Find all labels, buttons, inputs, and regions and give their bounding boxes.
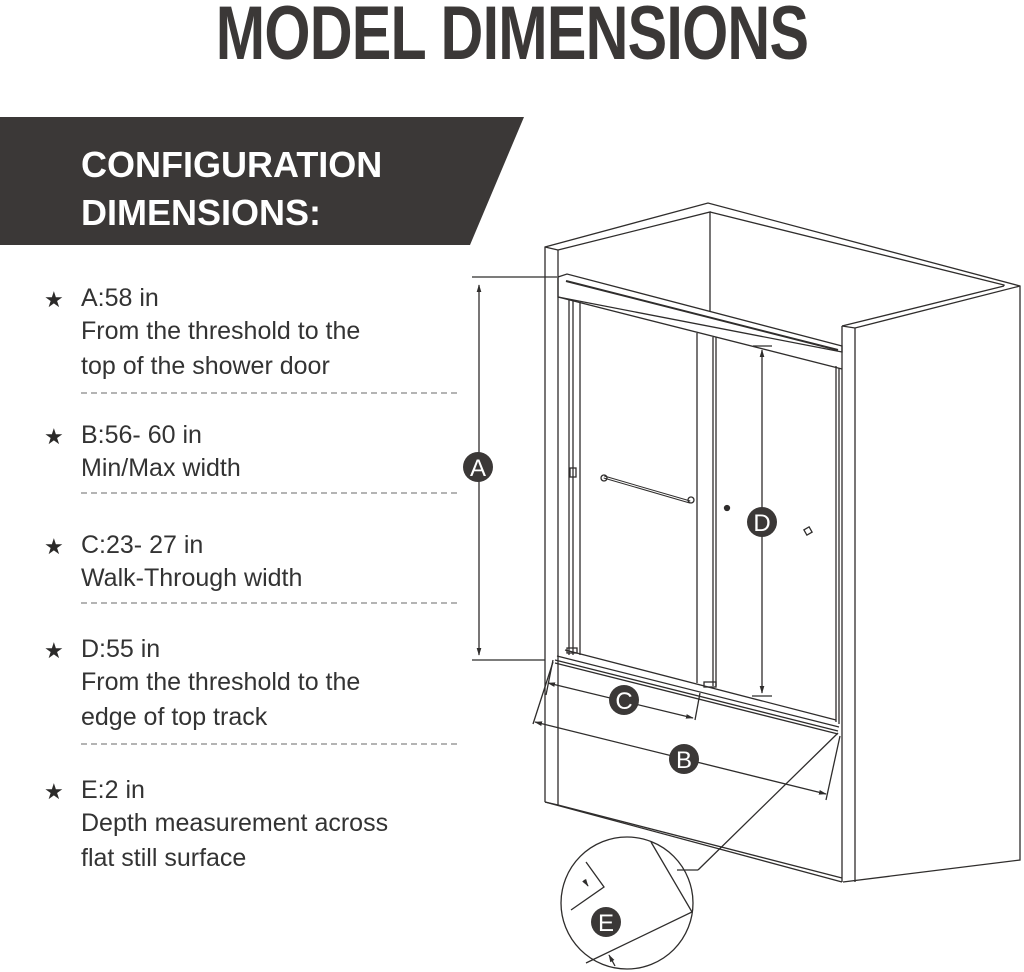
spec-head: C:23- 27 in	[81, 531, 204, 559]
spec-item-d: ★ D:55 in From the threshold to the edge…	[44, 634, 464, 735]
dashed-divider	[81, 743, 457, 745]
spec-list: ★ A:58 in From the threshold to the top …	[44, 283, 464, 876]
dashed-divider	[81, 392, 457, 394]
label-marker-c: C	[609, 685, 639, 715]
svg-text:B: B	[676, 747, 692, 774]
page-title: MODEL DIMENSIONS	[215, 0, 809, 76]
spec-item-c: ★ C:23- 27 in Walk-Through width	[44, 530, 464, 596]
dimension-b	[532, 661, 841, 801]
svg-text:A: A	[470, 455, 486, 482]
label-marker-d: D	[747, 507, 777, 537]
detail-callout-e	[560, 732, 839, 970]
svg-text:C: C	[615, 688, 632, 715]
door-panels	[568, 300, 840, 724]
spec-desc: Walk-Through width	[81, 564, 303, 592]
label-marker-b: B	[669, 744, 699, 774]
spec-desc: flat still surface	[81, 844, 247, 872]
spec-desc: edge of top track	[81, 703, 268, 731]
spec-desc: Min/Max width	[81, 454, 241, 482]
svg-text:D: D	[753, 510, 770, 537]
banner-heading-line2: DIMENSIONS:	[81, 192, 322, 233]
banner-heading-line1: CONFIGURATION	[81, 144, 383, 185]
spec-desc: Depth measurement across	[81, 809, 389, 837]
spec-desc: top of the shower door	[81, 352, 330, 380]
banner-heading: CONFIGURATION DIMENSIONS:	[81, 141, 382, 237]
label-marker-e: E	[591, 907, 621, 937]
spec-item-e: ★ E:2 in Depth measurement across flat s…	[44, 775, 464, 876]
spec-item-a: ★ A:58 in From the threshold to the top …	[44, 283, 464, 384]
spec-item-b: ★ B:56- 60 in Min/Max width	[44, 420, 464, 486]
svg-text:E: E	[598, 910, 614, 937]
spec-head: E:2 in	[81, 776, 145, 804]
section-banner	[0, 117, 524, 245]
dashed-divider	[81, 492, 457, 494]
top-track	[557, 273, 843, 370]
spec-head: B:56- 60 in	[81, 421, 202, 449]
star-icon: ★	[44, 287, 64, 312]
spec-desc: From the threshold to the	[81, 317, 361, 345]
star-icon: ★	[44, 638, 64, 663]
label-marker-a: A	[463, 452, 493, 482]
star-icon: ★	[44, 779, 64, 804]
star-icon: ★	[44, 424, 64, 449]
spec-head: A:58 in	[81, 284, 159, 312]
spec-desc: From the threshold to the	[81, 668, 361, 696]
spec-head: D:55 in	[81, 635, 161, 663]
star-icon: ★	[44, 534, 64, 559]
enclosure-outline	[544, 202, 1021, 883]
banner-background	[0, 117, 524, 245]
dashed-divider	[81, 602, 457, 604]
